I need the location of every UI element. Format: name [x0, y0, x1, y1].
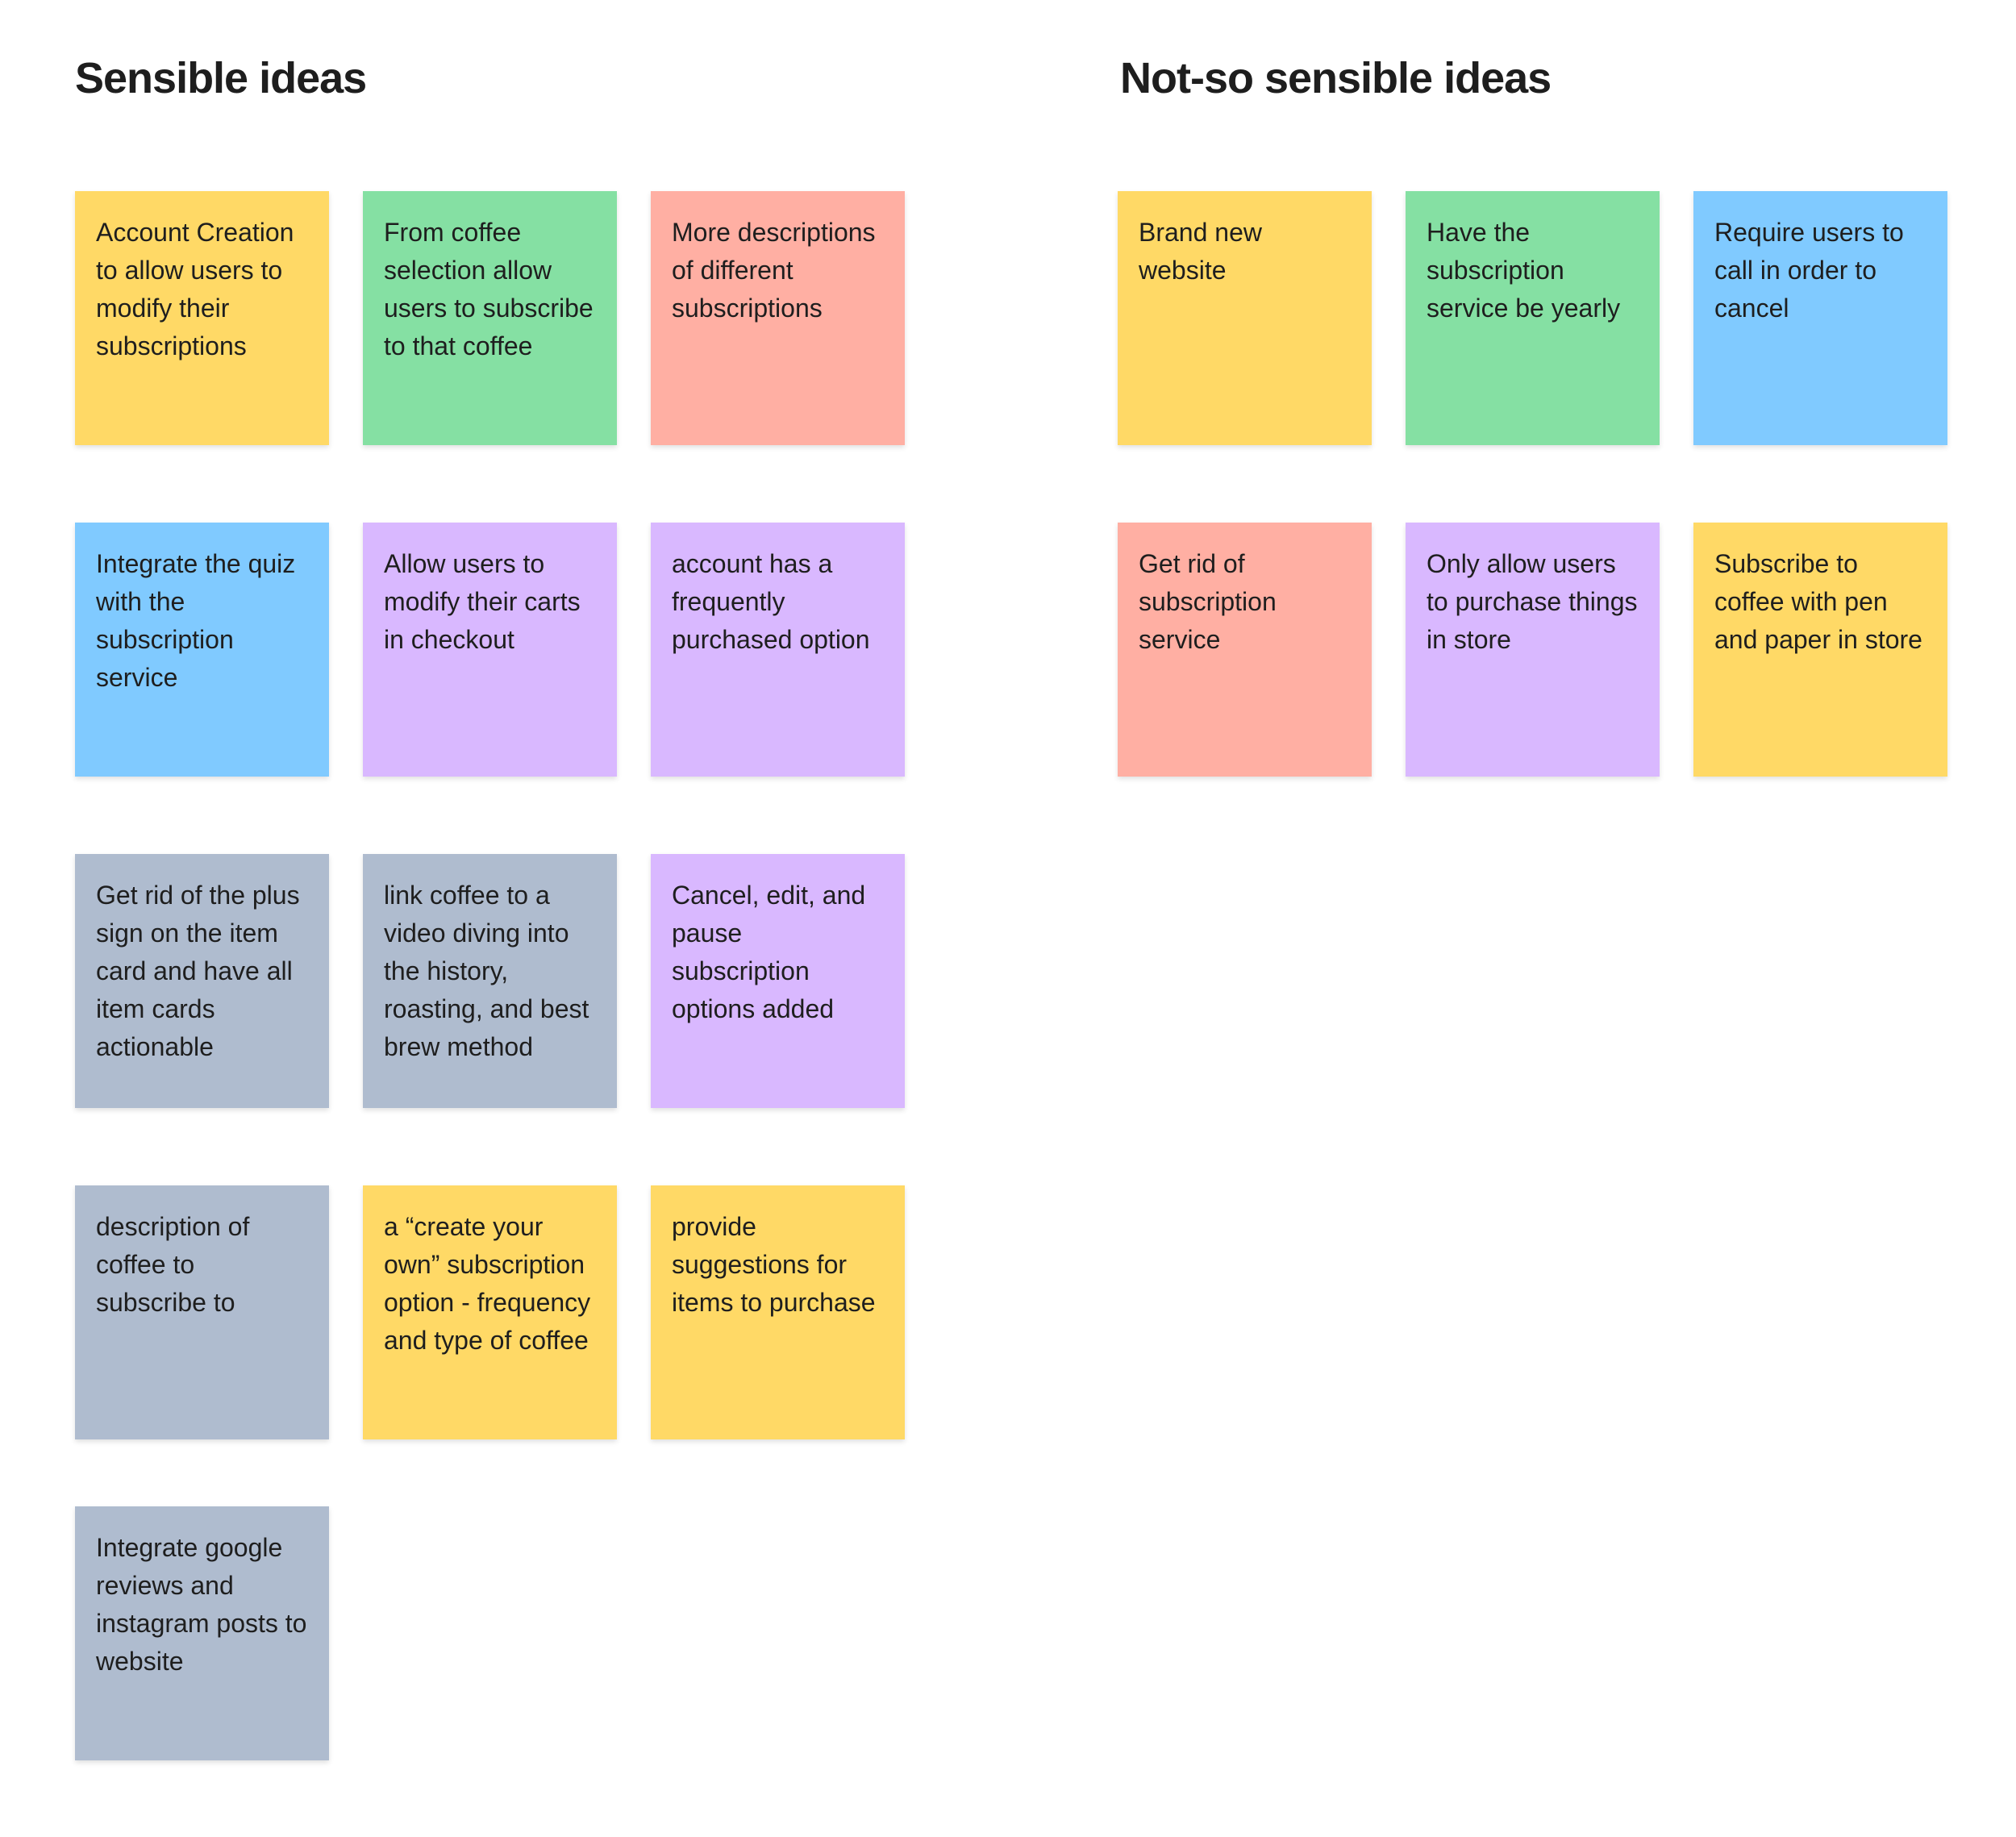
section-title-sensible-ideas: Sensible ideas	[75, 54, 367, 102]
sticky-note-text: From coffee selection allow users to sub…	[384, 218, 594, 360]
sticky-note[interactable]: Require users to call in order to cancel	[1693, 191, 1947, 445]
sticky-note-text: Only allow users to purchase things in s…	[1427, 549, 1638, 654]
sticky-note[interactable]: Allow users to modify their carts in che…	[363, 523, 617, 777]
sticky-note-text: Account Creation to allow users to modif…	[96, 218, 294, 360]
sticky-note[interactable]: Have the subscription service be yearly	[1406, 191, 1660, 445]
sticky-note[interactable]: Get rid of subscription service	[1118, 523, 1372, 777]
sticky-note-text: Brand new website	[1139, 218, 1262, 285]
sticky-note[interactable]: Subscribe to coffee with pen and paper i…	[1693, 523, 1947, 777]
sticky-note-text: Get rid of subscription service	[1139, 549, 1277, 654]
sticky-note-text: description of coffee to subscribe to	[96, 1212, 250, 1317]
sticky-note[interactable]: Only allow users to purchase things in s…	[1406, 523, 1660, 777]
sticky-note[interactable]: From coffee selection allow users to sub…	[363, 191, 617, 445]
sticky-note-text: Integrate google reviews and instagram p…	[96, 1533, 307, 1676]
sticky-note-text: provide suggestions for items to purchas…	[672, 1212, 876, 1317]
sticky-note[interactable]: More descriptions of different subscript…	[651, 191, 905, 445]
sticky-note-text: account has a frequently purchased optio…	[672, 549, 870, 654]
sticky-note[interactable]: provide suggestions for items to purchas…	[651, 1185, 905, 1439]
sticky-note[interactable]: link coffee to a video diving into the h…	[363, 854, 617, 1108]
section-title-not-so-sensible-ideas: Not-so sensible ideas	[1120, 54, 1552, 102]
sticky-note-text: Have the subscription service be yearly	[1427, 218, 1621, 323]
sticky-note-text: Integrate the quiz with the subscription…	[96, 549, 296, 692]
sticky-note[interactable]: Get rid of the plus sign on the item car…	[75, 854, 329, 1108]
sticky-note-text: Get rid of the plus sign on the item car…	[96, 881, 300, 1061]
sticky-note-text: a “create your own” subscription option …	[384, 1212, 591, 1355]
sticky-note[interactable]: Brand new website	[1118, 191, 1372, 445]
sticky-note-text: link coffee to a video diving into the h…	[384, 881, 589, 1061]
sticky-note[interactable]: Cancel, edit, and pause subscription opt…	[651, 854, 905, 1108]
sticky-note[interactable]: Integrate the quiz with the subscription…	[75, 523, 329, 777]
sticky-note[interactable]: Account Creation to allow users to modif…	[75, 191, 329, 445]
sticky-note-text: More descriptions of different subscript…	[672, 218, 876, 323]
sticky-note[interactable]: account has a frequently purchased optio…	[651, 523, 905, 777]
sticky-note-text: Subscribe to coffee with pen and paper i…	[1714, 549, 1922, 654]
sticky-note[interactable]: Integrate google reviews and instagram p…	[75, 1506, 329, 1760]
sticky-note-text: Allow users to modify their carts in che…	[384, 549, 581, 654]
sticky-note-text: Require users to call in order to cancel	[1714, 218, 1904, 323]
sticky-note[interactable]: a “create your own” subscription option …	[363, 1185, 617, 1439]
sticky-note-text: Cancel, edit, and pause subscription opt…	[672, 881, 866, 1023]
sticky-note[interactable]: description of coffee to subscribe to	[75, 1185, 329, 1439]
